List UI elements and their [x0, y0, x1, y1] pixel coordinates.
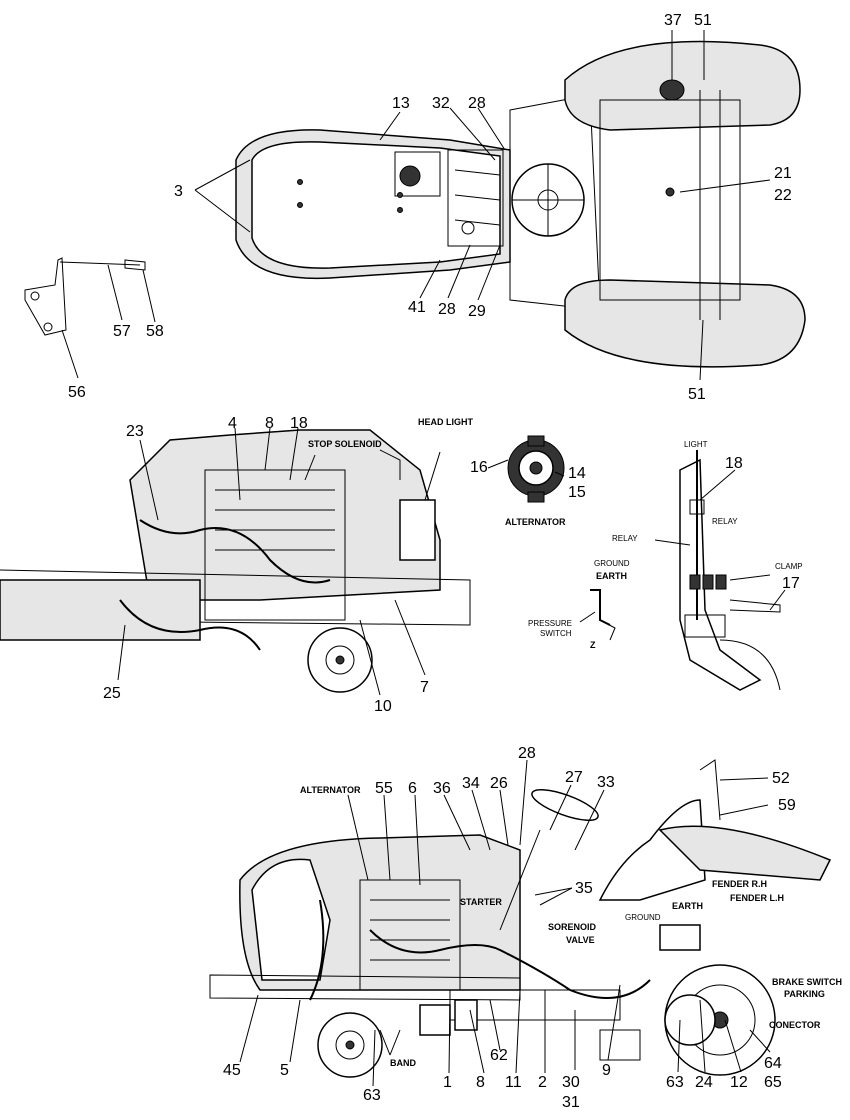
callout-11: 11 [505, 1074, 522, 1091]
callout-18b: 18 [725, 455, 743, 472]
alternator-label-mid: ALTERNATOR [505, 517, 566, 527]
callout-13: 13 [392, 95, 410, 112]
callout-17: 17 [782, 575, 800, 592]
middle-side-view [0, 429, 471, 693]
callout-22: 22 [774, 187, 792, 204]
head-light-label: HEAD LIGHT [418, 417, 474, 427]
relay-panel [679, 450, 781, 691]
callout-6: 6 [408, 780, 417, 797]
light-label: LIGHT [684, 440, 708, 449]
starter-label: STARTER [460, 897, 502, 907]
callout-1: 1 [443, 1074, 452, 1091]
callout-15: 15 [568, 484, 586, 501]
callout-57: 57 [113, 323, 131, 340]
callout-25: 25 [103, 685, 121, 702]
callout-8: 8 [265, 415, 274, 432]
callout-58: 58 [146, 323, 164, 340]
alternator-part [507, 435, 565, 503]
callout-59: 59 [778, 797, 796, 814]
callout-62: 62 [490, 1047, 508, 1064]
callout-23: 23 [126, 423, 144, 440]
callout-55: 55 [375, 780, 393, 797]
callout-51b: 51 [688, 386, 706, 403]
brake-switch-label: BRAKE SWITCH [772, 977, 842, 987]
callout-28c: 28 [518, 745, 536, 762]
top-view-tractor [235, 40, 806, 368]
callout-3: 3 [174, 183, 183, 200]
callout-45: 45 [223, 1062, 241, 1079]
callout-63: 63 [363, 1087, 381, 1104]
callout-8b: 8 [476, 1074, 485, 1091]
pressure-switch-part [590, 589, 616, 641]
callout-52: 52 [772, 770, 790, 787]
callout-32: 32 [432, 95, 450, 112]
valve-label: VALVE [566, 935, 595, 945]
bottom-leaders [239, 759, 771, 1087]
callout-37: 37 [664, 12, 682, 29]
callout-28: 28 [468, 95, 486, 112]
callout-4: 4 [228, 415, 237, 432]
stop-solenoid-label: STOP SOLENOID [308, 439, 382, 449]
callout-41: 41 [408, 299, 426, 316]
bottom-side-view [209, 759, 832, 1078]
callout-9: 9 [602, 1062, 611, 1079]
callout-35: 35 [575, 880, 593, 897]
callout-14: 14 [568, 465, 586, 482]
callout-63b: 63 [666, 1074, 684, 1091]
callout-2: 2 [538, 1074, 547, 1091]
relay-label-left: RELAY [612, 534, 638, 543]
relay-label-right: RELAY [712, 517, 738, 526]
parking-label: PARKING [784, 989, 825, 999]
callout-5: 5 [280, 1062, 289, 1079]
z-label: Z [590, 640, 596, 650]
conector-label: CONECTOR [769, 1020, 821, 1030]
clamp-label: CLAMP [775, 562, 803, 571]
callout-28b: 28 [438, 301, 456, 318]
callout-18: 18 [290, 415, 308, 432]
switch-label: SWITCH [540, 629, 572, 638]
alternator-label-bot: ALTERNATOR [300, 785, 361, 795]
fender-lh-label: FENDER L.H [730, 893, 784, 903]
callout-65: 65 [764, 1074, 782, 1091]
callout-24: 24 [695, 1074, 713, 1091]
middle-leaders [117, 427, 786, 696]
earth-label-bot: EARTH [672, 901, 703, 911]
callout-16: 16 [470, 459, 488, 476]
callout-34: 34 [462, 775, 480, 792]
callout-27: 27 [565, 769, 583, 786]
callout-10: 10 [374, 698, 392, 715]
pressure-label: PRESSURE [528, 619, 572, 628]
top-leaders [61, 30, 771, 381]
callout-7: 7 [420, 679, 429, 696]
callout-30: 30 [562, 1074, 580, 1091]
callout-12: 12 [730, 1074, 748, 1091]
band-label: BAND [390, 1058, 416, 1068]
bracket-part [24, 257, 146, 336]
ground-label-mid: GROUND [594, 559, 630, 568]
callout-56: 56 [68, 384, 86, 401]
sorenoid-label: SORENOID [548, 922, 597, 932]
callout-36: 36 [433, 780, 451, 797]
ground-label-bot: GROUND [625, 913, 661, 922]
callout-26: 26 [490, 775, 508, 792]
fender-rh-label: FENDER R.H [712, 879, 767, 889]
callout-31: 31 [562, 1094, 580, 1111]
callout-21: 21 [774, 165, 792, 182]
earth-label-mid: EARTH [596, 571, 627, 581]
callout-33: 33 [597, 774, 615, 791]
callout-64: 64 [764, 1055, 782, 1072]
callout-29: 29 [468, 303, 486, 320]
callout-51: 51 [694, 12, 712, 29]
